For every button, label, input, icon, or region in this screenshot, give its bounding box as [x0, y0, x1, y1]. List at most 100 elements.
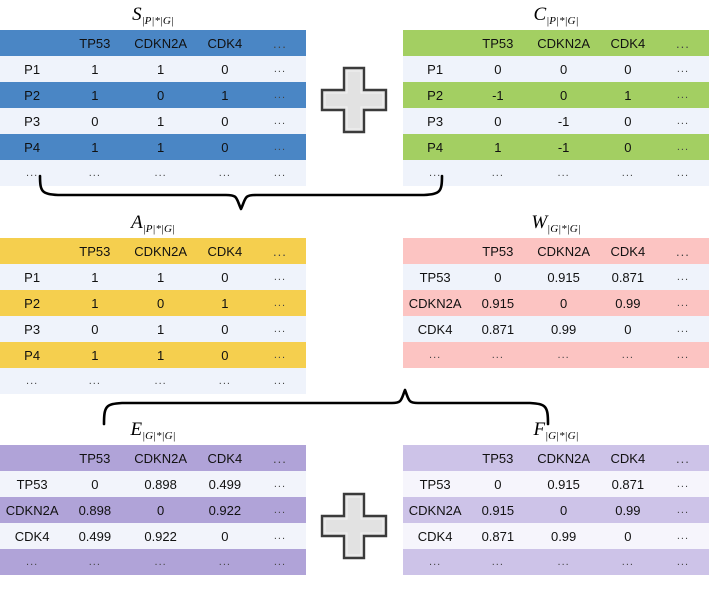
matrix-S-cell: ...: [253, 56, 306, 82]
matrix-A-cell: 1: [64, 290, 126, 316]
matrix-S-cell: ...: [125, 160, 196, 186]
matrix-S-cell: 0: [64, 108, 126, 134]
matrix-C-corner: [403, 30, 468, 56]
matrix-W-row-label: CDK4: [403, 316, 468, 342]
matrix-S-cell: 1: [64, 134, 126, 160]
matrix-E-cell: ...: [64, 549, 126, 575]
matrix-A-row-label: P4: [0, 342, 65, 368]
matrix-A-row-label: P2: [0, 290, 65, 316]
matrix-F-cell: ...: [598, 549, 657, 575]
matrix-W-cell: 0.915: [528, 264, 599, 290]
matrix-S-cell: 0: [195, 56, 254, 82]
matrix-F-subscript: |G|*|G|: [545, 430, 579, 442]
matrix-A-cell: 1: [195, 290, 254, 316]
matrix-A-cell: ...: [253, 316, 306, 342]
matrix-F-cell: 0.871: [467, 523, 529, 549]
matrix-A-row: ...............: [0, 368, 306, 394]
matrix-E-cell: ...: [253, 549, 306, 575]
matrix-W-col-header: CDK4: [598, 238, 657, 264]
matrix-A-cell: 0: [64, 316, 126, 342]
matrix-C-row: ...............: [403, 160, 709, 186]
matrix-A-cell: 1: [125, 316, 196, 342]
matrix-A-col-header: CDKN2A: [125, 238, 196, 264]
matrix-W-col-header: ...: [656, 238, 709, 264]
brace-top-merge: [36, 174, 446, 212]
matrix-C-symbol: C: [533, 4, 547, 25]
matrix-W-cell: ...: [656, 316, 709, 342]
matrix-W-cell: 0: [598, 316, 657, 342]
matrix-F-row-label: CDKN2A: [403, 497, 468, 523]
matrix-W-col-header: CDKN2A: [528, 238, 599, 264]
matrix-W-cell: 0.915: [467, 290, 529, 316]
matrix-F-cell: 0.871: [598, 471, 657, 497]
matrix-A-corner: [0, 238, 65, 264]
matrix-E-row: ...............: [0, 549, 306, 575]
matrix-F-cell: 0.99: [598, 497, 657, 523]
matrix-F-col-header: ...: [656, 445, 709, 471]
matrix-C-cell: 0: [528, 82, 599, 108]
matrix-S-cell: 0: [195, 108, 254, 134]
matrix-E-corner: [0, 445, 65, 471]
matrix-S-col-header: CDK4: [195, 30, 254, 56]
matrix-S-cell: ...: [253, 160, 306, 186]
matrix-F-cell: 0.99: [528, 523, 599, 549]
matrix-A-cell: 0: [195, 316, 254, 342]
matrix-C-cell: 0: [598, 108, 657, 134]
matrix-F-cell: ...: [656, 471, 709, 497]
matrix-C-col-header: CDK4: [598, 30, 657, 56]
matrix-C-row-label: P4: [403, 134, 468, 160]
matrix-S-cell: 0: [125, 82, 196, 108]
matrix-W-row-label: TP53: [403, 264, 468, 290]
matrix-S-title: S|P|*|G|: [0, 4, 306, 27]
matrix-C-cell: 1: [598, 82, 657, 108]
matrix-F-cell: ...: [467, 549, 529, 575]
matrix-W-symbol: W: [531, 212, 548, 233]
matrix-F-cell: 0: [467, 471, 529, 497]
matrix-C-cell: ...: [656, 56, 709, 82]
matrix-C-cell: 0: [467, 56, 529, 82]
matrix-C-col-header: TP53: [467, 30, 529, 56]
matrix-C-title: C|P|*|G|: [403, 4, 709, 27]
matrix-F-cell: ...: [656, 523, 709, 549]
matrix-A-row-label: ...: [0, 368, 65, 394]
matrix-S-col-header: TP53: [64, 30, 126, 56]
matrix-S-cell: 1: [64, 56, 126, 82]
plus-top: [320, 66, 388, 134]
matrix-F-title: F|G|*|G|: [403, 419, 709, 442]
matrix-C-subscript: |P|*|G|: [546, 15, 579, 27]
matrix-F-corner: [403, 445, 468, 471]
matrix-A-cell: 1: [64, 264, 126, 290]
matrix-E-row-label: CDK4: [0, 523, 65, 549]
matrix-E-symbol: E: [130, 419, 143, 440]
matrix-C-cell: 0: [528, 56, 599, 82]
matrix-A-cell: ...: [253, 290, 306, 316]
matrix-S-row-label: P2: [0, 82, 65, 108]
matrix-E-cell: ...: [195, 549, 254, 575]
matrix-S-symbol: S: [132, 4, 142, 25]
matrix-S-col-header: CDKN2A: [125, 30, 196, 56]
matrix-A-cell: 0: [195, 264, 254, 290]
matrix-C-cell: ...: [656, 134, 709, 160]
matrix-E-col-header: CDK4: [195, 445, 254, 471]
matrix-E-cell: ...: [253, 523, 306, 549]
matrix-C-cell: ...: [467, 160, 529, 186]
matrix-C-cell: 1: [467, 134, 529, 160]
matrix-C-cell: ...: [656, 160, 709, 186]
matrix-A-cell: ...: [195, 368, 254, 394]
matrix-E-cell: 0: [125, 497, 196, 523]
matrix-F-cell: 0: [598, 523, 657, 549]
